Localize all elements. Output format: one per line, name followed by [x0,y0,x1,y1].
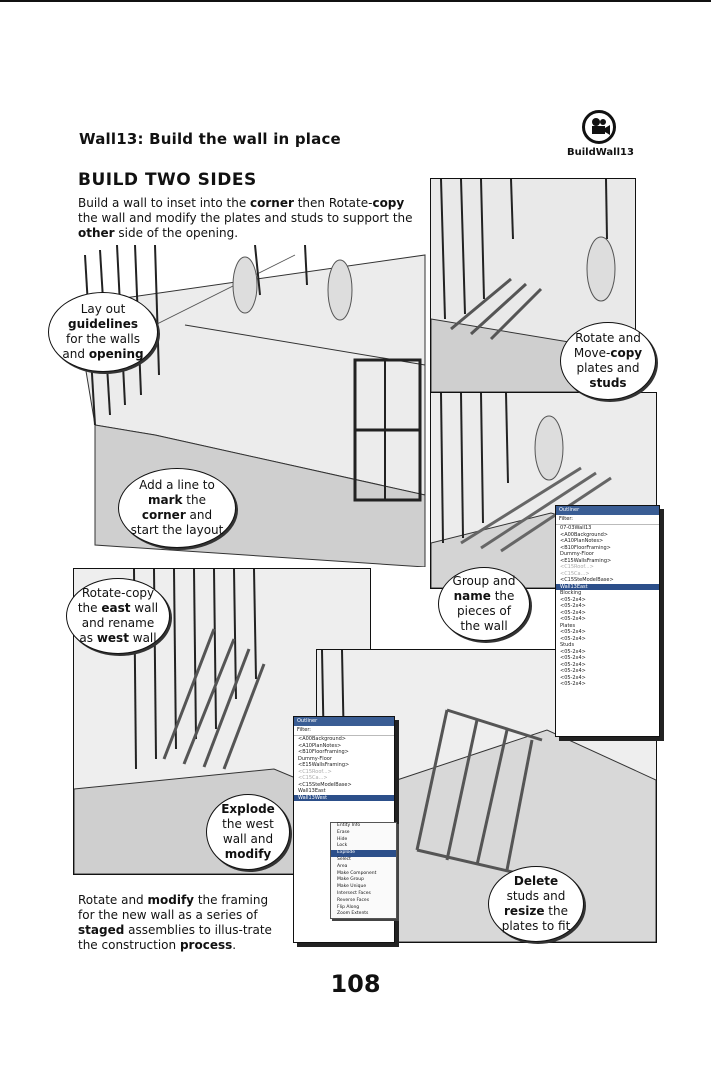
outliner-row[interactable]: 07-03Wall13 [560,525,592,531]
callout-group-name: Group and name the pieces of the wall [438,567,530,641]
outliner-title: Outliner [294,717,394,726]
outliner-row[interactable]: Wall13East [298,788,326,794]
outliner-row[interactable]: Studs [560,642,575,648]
context-menu-item[interactable]: Intersect Faces [337,890,371,896]
callout-delete-resize: Delete studs and resize the plates to fi… [488,866,584,942]
outliner-row[interactable]: <C15SteModelBase> [560,577,614,583]
context-menu-item[interactable]: Lock [337,843,348,849]
outliner-row[interactable]: Blocking [560,590,582,596]
outliner-row[interactable]: <B10FloorFraming> [560,544,611,551]
outliner-row[interactable]: Dummy-Floor [298,755,332,762]
outliner-row[interactable]: Dummy-Floor [560,551,594,557]
outliner-row[interactable]: <05-2x4> [560,635,586,642]
outliner-row[interactable]: <C15Ca...> [560,570,590,577]
outliner-filter[interactable]: Filter: [556,515,659,525]
outliner-row[interactable]: Wall13East [556,583,659,590]
outliner-row[interactable]: Wall13West [294,794,394,801]
context-menu-item[interactable]: Reverse Faces [337,897,370,903]
outliner-row[interactable]: <05-2x4> [560,655,586,661]
callout-mark-corner: Add a line to mark the corner and start … [118,468,236,548]
callout-rotate-copy: Rotate-copy the east wall and rename as … [66,578,170,654]
outliner-row[interactable]: <A00Background> [560,531,608,538]
outliner-filter[interactable]: Filter: [294,726,394,736]
outliner-list[interactable]: <A00Background><A10PlanNotes><B10FloorFr… [294,736,394,801]
callout-explode: Explode the west wall and modify [206,794,290,870]
outliner-row[interactable]: <C15Roof...> [560,564,594,570]
section-title: BUILD TWO SIDES [78,170,257,190]
context-menu-item[interactable]: Explode [331,850,396,857]
context-menu-item[interactable]: Hide [337,836,348,842]
callout-rotate-move: Rotate and Move-copy plates and studs [560,322,656,400]
outliner-row[interactable]: Plates [560,622,576,629]
outliner-row[interactable]: <A10PlanNotes> [560,538,604,544]
outliner-row[interactable]: <05-2x4> [560,681,586,687]
outliner-row[interactable]: <A10PlanNotes> [298,742,342,749]
outliner-row[interactable]: <05-2x4> [560,603,586,609]
top-rule [0,0,711,2]
outliner-row[interactable]: <05-2x4> [560,674,586,681]
outliner-window-east[interactable]: Outliner Filter: 07-03Wall13<A00Backgrou… [555,505,660,737]
outliner-row[interactable]: <05-2x4> [560,609,586,616]
outliner-row[interactable]: <05-2x4> [560,648,586,655]
intro-paragraph: Build a wall to inset into the corner th… [78,196,413,240]
outliner-row[interactable]: <05-2x4> [560,616,586,622]
callout-guidelines: Lay out guidelines for the walls and ope… [48,292,158,372]
header-title: Wall13: Build the wall in place [79,130,341,148]
context-menu-item[interactable]: Make Unique [337,884,367,890]
context-menu-item[interactable]: Make Component [337,870,377,876]
context-menu-item[interactable]: Erase [337,829,350,835]
context-menu-item[interactable]: Select [337,856,351,862]
outliner-row[interactable]: <A00Background> [298,736,346,742]
outliner-title: Outliner [556,506,659,515]
outliner-row[interactable]: <C15Roof...> [298,768,332,775]
outliner-row[interactable]: <C15SteModelBase> [298,781,352,788]
context-menu-item[interactable]: Entity Info [337,823,361,828]
outliner-row[interactable]: <C15Ca...> [298,775,328,781]
page-number: 108 [330,970,381,998]
context-menu-item[interactable]: Make Group [337,877,364,883]
outliner-row[interactable]: <B10FloorFraming> [298,749,349,755]
video-label: BuildWall13 [567,147,634,158]
outliner-row[interactable]: <05-2x4> [560,661,586,668]
outliner-row[interactable]: <E15WallsFraming> [560,557,612,564]
context-menu-item[interactable]: Area [337,863,348,869]
context-menu-item[interactable]: Zoom Extents [337,911,369,917]
video-camera-icon[interactable] [582,110,616,144]
context-menu-item[interactable]: Flip Along [337,904,360,910]
bottom-caption: Rotate and modify the framing for the ne… [78,893,272,952]
outliner-row[interactable]: <05-2x4> [560,629,586,635]
outliner-row[interactable]: <E15WallsFraming> [298,762,350,768]
outliner-row[interactable]: <05-2x4> [560,596,586,603]
outliner-list[interactable]: 07-03Wall13<A00Background><A10PlanNotes>… [556,525,659,688]
outliner-row[interactable]: <05-2x4> [560,668,586,674]
